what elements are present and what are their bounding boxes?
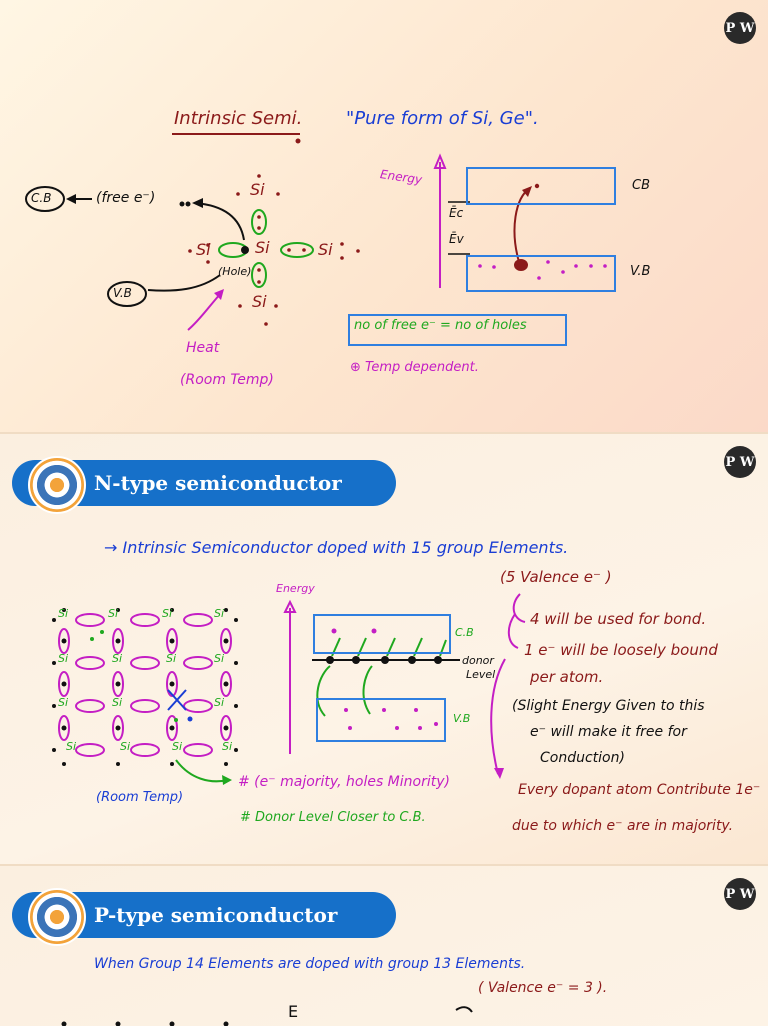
p-brace: [456, 1007, 472, 1012]
note-slight-1: (Slight Energy Given to this: [512, 698, 705, 714]
vb-label: V.B: [113, 286, 132, 300]
lattice-si-label: Si: [108, 607, 118, 620]
n-vb-label: V.B: [453, 712, 470, 725]
cb-arrowhead: [66, 194, 76, 204]
lattice-si-label: Si: [112, 696, 122, 709]
note-slight-3: Conduction): [540, 750, 625, 766]
heat-label: Heat: [186, 340, 219, 356]
lattice-si-label: Si: [120, 740, 130, 753]
free-electron-label: (free e⁻): [96, 190, 155, 206]
lattice-green-dot: [90, 637, 94, 641]
donor-level-label2: Level: [466, 668, 495, 681]
donor-level-label: donor: [462, 654, 494, 667]
note-loose-1: 1 e⁻ will be loosely bound: [524, 641, 718, 659]
title-dot: [296, 139, 301, 144]
note-every-2: due to which e⁻ are in majority.: [512, 818, 733, 834]
lattice-si-label: Si: [58, 696, 68, 709]
n-valence-band-box: [316, 698, 446, 742]
ec-label: Ēc: [449, 206, 463, 220]
lattice-electrons: [52, 608, 238, 766]
lattice-si-label: Si: [66, 740, 76, 753]
lattice-si-label: Si: [214, 607, 224, 620]
free-e-arrowhead: [192, 198, 203, 208]
donor-electron: [188, 717, 193, 722]
majority-note: # (e⁻ majority, holes Minority): [238, 774, 450, 790]
lattice-si-label: Si: [222, 740, 232, 753]
free-e-arrow: [195, 203, 244, 240]
intrinsic-title: Intrinsic Semi.: [174, 108, 302, 129]
ev-label: Ēv: [449, 232, 464, 246]
slide3-drawing: [0, 866, 768, 1026]
si-left: Si: [196, 240, 211, 259]
valence-dots: [188, 174, 360, 326]
lattice-si-label: Si: [58, 607, 68, 620]
cb-band-label: CB: [632, 178, 650, 193]
bond-arrow: [514, 594, 525, 622]
vb-band-label: V.B: [630, 264, 650, 279]
lattice-si-label: Si: [112, 652, 122, 665]
room-temp-arrowhead: [222, 775, 232, 785]
si-top: Si: [250, 180, 265, 199]
room-temp-arrow: [176, 760, 228, 781]
lattice-si-label: Si: [172, 740, 182, 753]
conduction-band-box: [466, 167, 616, 205]
free-e-dot2: [186, 202, 191, 207]
room-temp-label: (Room Temp): [180, 372, 274, 388]
bond-right: [281, 243, 313, 257]
lattice-si-label: Si: [162, 607, 172, 620]
bond-top: [252, 210, 266, 234]
heat-arrow: [188, 292, 222, 330]
note-every-1: Every dopant atom Contribute 1e⁻: [518, 782, 760, 798]
cb-label: C.B: [31, 191, 51, 205]
lattice-si-label: Si: [166, 652, 176, 665]
free-e-dot: [180, 202, 185, 207]
lattice-si-label: Si: [58, 652, 68, 665]
valence-band-box: [466, 255, 616, 292]
lattice-bonds: [59, 614, 231, 756]
vb-arrow: [148, 275, 220, 291]
relation-text: no of free e⁻ = no of holes: [354, 318, 527, 333]
si-right: Si: [318, 240, 333, 259]
free-electron-dot: [174, 718, 178, 722]
room-temp-note: (Room Temp): [96, 790, 183, 805]
lattice-green-dot2: [100, 630, 104, 634]
energy-label-2: Energy: [276, 582, 315, 595]
loose-arrow: [509, 614, 518, 648]
every-dopant-arrowhead: [494, 768, 504, 779]
si-center: Si: [255, 238, 270, 257]
n-cb-label: C.B: [455, 626, 474, 639]
note-loose-2: per atom.: [530, 668, 603, 686]
intrinsic-subtitle: "Pure form of Si, Ge".: [346, 108, 539, 129]
slide-p-type: P W P-type semiconductor When Group 14 E…: [0, 864, 768, 1026]
note-bond: 4 will be used for bond.: [530, 610, 706, 628]
slide-intrinsic: P W: [0, 0, 768, 432]
hole-label: (Hole): [218, 265, 251, 278]
si-bottom: Si: [252, 292, 267, 311]
hole-electron: [241, 246, 249, 254]
note-slight-2: e⁻ will make it free for: [530, 724, 687, 740]
lattice-si-label: Si: [214, 652, 224, 665]
temp-dependent-note: ⊕ Temp dependent.: [350, 360, 479, 375]
n-conduction-band-box: [313, 614, 451, 654]
slide-n-type: P W N-type semiconductor → Intrinsic Sem…: [0, 432, 768, 866]
lattice-si-label: Si: [214, 696, 224, 709]
donor-closer-note: # Donor Level Closer to C.B.: [240, 810, 426, 825]
